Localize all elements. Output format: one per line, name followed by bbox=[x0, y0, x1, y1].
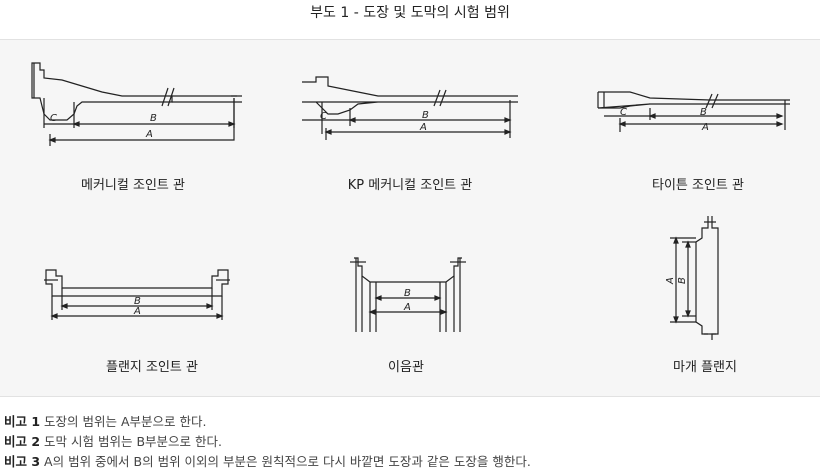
caption-mechanical-joint: 메커니컬 조인트 관 bbox=[81, 178, 185, 193]
label-a: A bbox=[133, 306, 141, 317]
notes: 비고 1 도장의 범위는 A부분으로 한다. 비고 2 도막 시험 범위는 B부… bbox=[4, 412, 531, 472]
figure-fitting: B A bbox=[346, 252, 471, 336]
page-title: 부도 1 - 도장 및 도막의 시험 범위 bbox=[310, 5, 510, 21]
label-a: A bbox=[419, 122, 427, 133]
figure-mechanical-joint: C B A bbox=[22, 58, 247, 150]
label-c: C bbox=[320, 111, 327, 122]
figure-flange-joint: B A bbox=[40, 266, 235, 328]
caption-tyton-joint: 타이튼 조인트 관 bbox=[652, 178, 744, 193]
label-a: A bbox=[403, 302, 411, 313]
note-2: 비고 2 도막 시험 범위는 B부분으로 한다. bbox=[4, 434, 222, 449]
label-b: B bbox=[422, 110, 429, 121]
label-b: B bbox=[700, 107, 707, 118]
label-b: B bbox=[677, 277, 688, 284]
caption-kp-mechanical-joint: KP 메커니컬 조인트 관 bbox=[347, 178, 473, 193]
label-a: A bbox=[145, 129, 153, 140]
figure-tyton-joint: C B A bbox=[590, 86, 795, 138]
label-a: A bbox=[701, 122, 709, 133]
caption-fitting: 이음관 bbox=[388, 360, 424, 375]
caption-flange-joint: 플랜지 조인트 관 bbox=[106, 360, 198, 375]
note-3: 비고 3 A의 범위 중에서 B의 범위 이외의 부분은 원칙적으로 다시 바깥… bbox=[4, 454, 531, 469]
note-1: 비고 1 도장의 범위는 A부분으로 한다. bbox=[4, 414, 207, 429]
label-b: B bbox=[404, 288, 411, 299]
label-b: B bbox=[150, 113, 157, 124]
figure-kp-mechanical-joint: C B A bbox=[298, 72, 523, 144]
label-b: B bbox=[134, 296, 141, 307]
label-c: C bbox=[620, 107, 627, 118]
label-a: A bbox=[665, 277, 676, 285]
caption-blind-flange: 마개 플랜지 bbox=[673, 360, 737, 375]
figure-blind-flange: A B bbox=[660, 212, 740, 342]
label-c: C bbox=[50, 113, 57, 124]
